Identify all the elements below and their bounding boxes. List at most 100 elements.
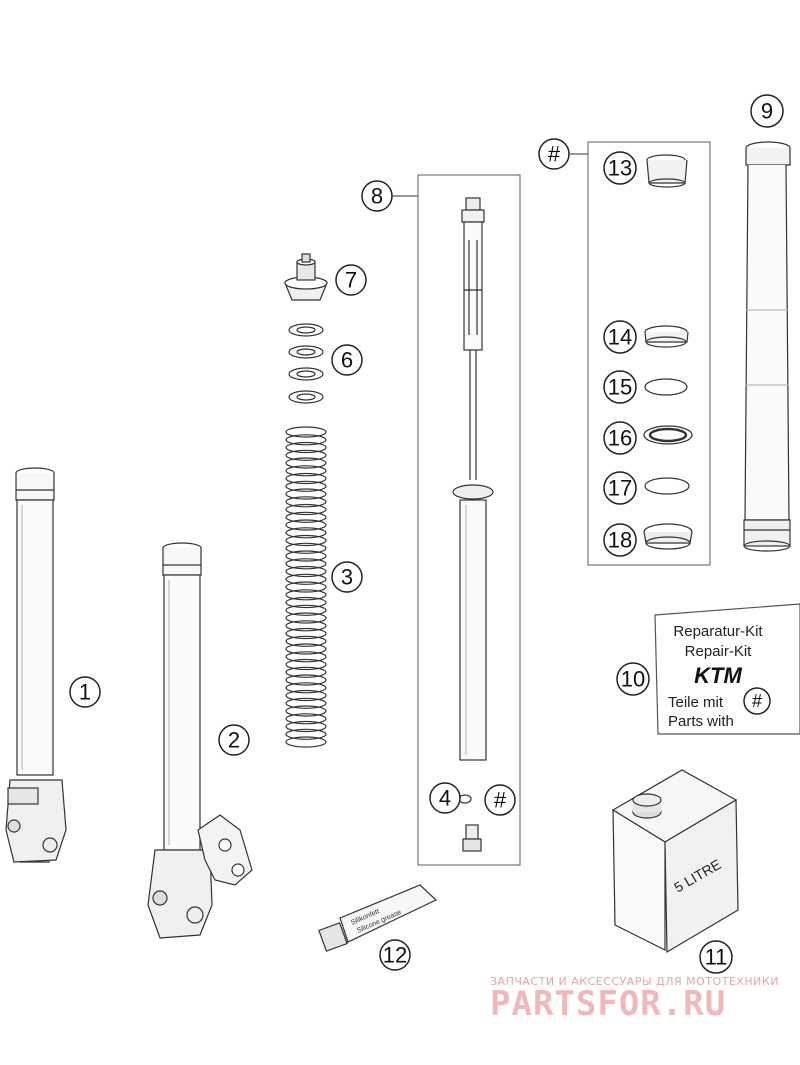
- cartridge-kit-box-8: [417, 174, 521, 866]
- spring-coil: [285, 627, 327, 640]
- repair-kit-line1: Reparatur-Kit: [673, 623, 763, 640]
- spring-coil: [285, 449, 327, 461]
- callout-16: 16: [608, 426, 632, 451]
- spring-coil: [285, 612, 327, 624]
- fork-spring-3: [285, 426, 327, 748]
- damper-cartridge-8: [452, 197, 494, 852]
- watermark-brand: PARTSFOR.RU: [490, 984, 726, 1024]
- callout-2-circle: [218, 724, 250, 756]
- spring-coil: [285, 480, 327, 492]
- callout-1: 1: [79, 680, 91, 705]
- callout-10-circle: [616, 662, 650, 696]
- callout-15-circle: [603, 370, 637, 404]
- callout-3-circle: [331, 561, 363, 593]
- spring-coil: [285, 643, 327, 655]
- spring-coil: [285, 573, 327, 585]
- spring-coil: [285, 581, 327, 593]
- fork-outer-tube-2: [147, 542, 253, 939]
- spring-coil: [285, 666, 327, 678]
- callout-17-circle: [603, 471, 637, 505]
- ktm-logo: KTM: [694, 663, 742, 688]
- spring-coil: [285, 434, 327, 446]
- spring-coil: [285, 674, 327, 686]
- spring-coil: [285, 728, 327, 740]
- spring-coil: [285, 542, 327, 554]
- spring-coil: [285, 519, 327, 531]
- spring-coil: [285, 604, 327, 616]
- callout-18: 18: [608, 528, 632, 553]
- spring-coil: [285, 488, 327, 500]
- spring-coil: [285, 705, 327, 717]
- spring-coil: [285, 697, 327, 709]
- callout-17: 17: [608, 476, 632, 501]
- callout-8: 8: [371, 184, 383, 209]
- callout-13-circle: [603, 151, 637, 185]
- callout-9-circle: [750, 94, 784, 128]
- callout-4: 4: [439, 786, 451, 811]
- callout-14: 14: [608, 325, 632, 350]
- callout-hash-label: #: [752, 691, 762, 711]
- snap-ring-17: [644, 477, 690, 495]
- callout-12-circle: [379, 939, 411, 971]
- callout-4-circle: [429, 782, 461, 814]
- callout-hash-label-circle: [743, 687, 771, 715]
- spring-coil: [285, 658, 327, 671]
- spring-coil: [285, 620, 327, 632]
- callout-14-circle: [603, 320, 637, 354]
- spring-coil: [285, 736, 327, 748]
- callout-13: 13: [608, 156, 632, 181]
- repair-kit-line2: Repair-Kit: [685, 643, 753, 660]
- spring-coil: [285, 534, 327, 547]
- spring-coil: [285, 651, 327, 663]
- callout-hash-kit: #: [548, 142, 561, 167]
- washers-6: [288, 323, 324, 404]
- spring-coil: [285, 503, 327, 516]
- spring-coil: [285, 682, 327, 694]
- spring-coil: [285, 441, 327, 454]
- callout-10: 10: [621, 667, 645, 692]
- spring-coil: [285, 558, 327, 570]
- seal-kit-box: [587, 141, 711, 566]
- spring-coil: [285, 713, 327, 725]
- dust-seal-18: [643, 523, 693, 550]
- bushing-14: [644, 325, 689, 348]
- callout-6: 6: [341, 348, 353, 373]
- spring-coil: [285, 720, 327, 733]
- fork-oil-can-11: [611, 769, 739, 954]
- repair-kit-line4: Parts with: [668, 713, 734, 730]
- callout-15: 15: [608, 375, 632, 400]
- spring-coil: [285, 565, 327, 578]
- silicone-grease-tube-12: [318, 884, 438, 952]
- spring-coil: [285, 472, 327, 485]
- callout-7-circle: [335, 264, 367, 296]
- spring-coil: [285, 635, 327, 647]
- callout-hash-4-circle: [484, 784, 516, 816]
- spring-coil: [285, 596, 327, 609]
- callout-hash-4: #: [494, 788, 507, 813]
- callout-6-circle: [331, 344, 363, 376]
- callout-2: 2: [228, 728, 240, 753]
- callout-3: 3: [341, 565, 353, 590]
- callout-7: 7: [345, 268, 357, 293]
- seal-16: [643, 425, 693, 445]
- callout-11-circle: [699, 940, 733, 974]
- callout-1-circle: [69, 676, 101, 708]
- callout-16-circle: [603, 421, 637, 455]
- watermark-tagline: ЗАПЧАСТИ И АКСЕССУАРЫ ДЛЯ МОТОТЕХНИКИ: [490, 975, 779, 988]
- callout-11: 11: [705, 945, 728, 970]
- washer-15: [644, 378, 688, 396]
- bushing-13: [646, 154, 688, 188]
- spring-coil: [285, 426, 327, 438]
- fork-inner-tube-9: [743, 141, 791, 552]
- screw-cap-7: [284, 253, 328, 301]
- spring-coil: [285, 550, 327, 562]
- spring-coil: [285, 465, 327, 477]
- spring-coil: [285, 689, 327, 702]
- spring-coil: [285, 496, 327, 508]
- spring-coil: [285, 589, 327, 601]
- callout-9: 9: [761, 99, 773, 124]
- repair-kit-line3: Teile mit: [668, 694, 724, 711]
- spring-coil: [285, 511, 327, 523]
- callout-18-circle: [603, 523, 637, 557]
